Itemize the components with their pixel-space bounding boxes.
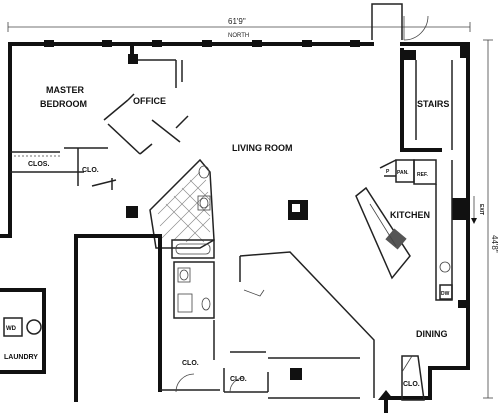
exterior-walls [0, 40, 470, 400]
width-dimension-label: 61'9" [228, 17, 246, 26]
refrigerator-label: REF. [417, 172, 428, 178]
pantry-p-label: P [386, 169, 390, 175]
exit-label: EXIT [478, 204, 484, 215]
dining-label: DINING [416, 329, 448, 339]
laundry-fixtures [3, 317, 42, 337]
bedroom-clo-label: CLO. [82, 167, 99, 174]
master-bedroom-label-2: BEDROOM [40, 99, 87, 109]
dining-clo-label: CLO. [403, 381, 420, 388]
dishwasher-label: DW [441, 291, 450, 297]
clo-bottom-1-label: CLO. [182, 360, 199, 367]
second-bath [173, 261, 215, 319]
bedroom-walls [10, 42, 189, 190]
living-room-label: LIVING ROOM [232, 143, 293, 153]
kitchen-fixtures [355, 159, 453, 301]
depth-dimension-label: 44'8" [490, 235, 499, 253]
office-label: OFFICE [133, 96, 166, 106]
pantry-label: PAN. [397, 170, 409, 176]
stairs-walls [400, 48, 453, 152]
width-dimension: 61'9" [7, 17, 471, 32]
clo-bottom-2-label: CLO. [230, 376, 247, 383]
bathroom [126, 158, 215, 259]
clos-label: CLOS. [28, 161, 49, 168]
kitchen-label: KITCHEN [390, 210, 430, 220]
laundry-label: LAUNDRY [4, 354, 38, 361]
stairs-label: STAIRS [417, 99, 449, 109]
master-bedroom-label-1: MASTER [46, 85, 85, 95]
balcony-door [371, 3, 429, 41]
washer-dryer-label: WD [6, 326, 17, 332]
lower-walls [74, 196, 477, 413]
depth-dimension: 44'8" [483, 39, 499, 399]
north-label: NORTH [228, 33, 249, 39]
